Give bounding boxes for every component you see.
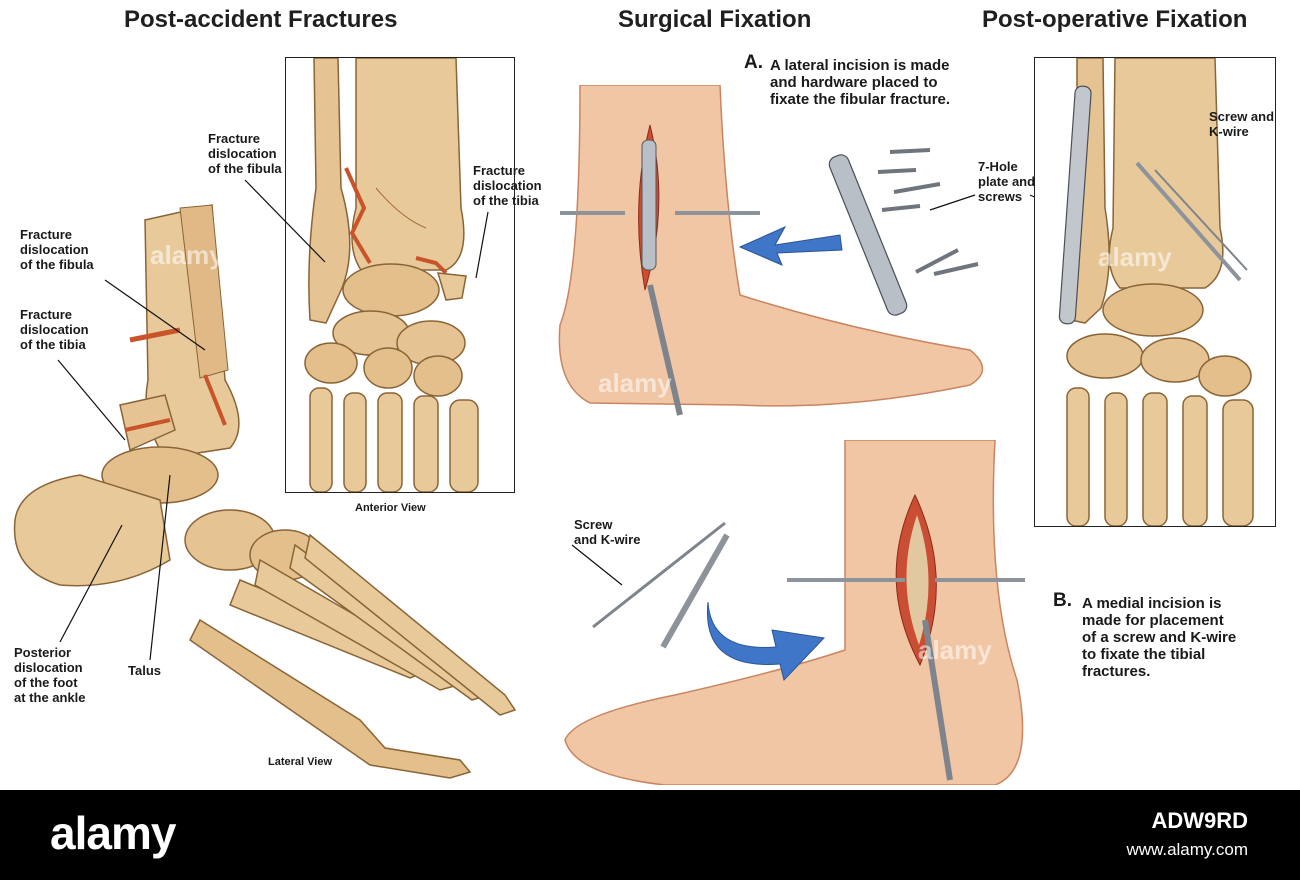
lateral-incision-illustration bbox=[558, 85, 984, 416]
lateral-view-caption: Lateral View bbox=[268, 756, 332, 768]
anterior-view-caption: Anterior View bbox=[355, 502, 426, 514]
label-screw-kwire-post: Screw and K-wire bbox=[1209, 109, 1275, 139]
label-plate-and-screws: 7-Hole plate and screws bbox=[978, 159, 1036, 204]
medial-incision-illustration bbox=[564, 440, 1025, 785]
label-fibula-anterior: Fracture dislocation of the fibula bbox=[208, 131, 282, 176]
anterior-view-panel bbox=[285, 57, 515, 493]
step-b-text: A medial incision is made for placement … bbox=[1082, 595, 1237, 680]
label-tibia-lateral: Fracture dislocation of the tibia bbox=[20, 307, 89, 352]
footer-logo: alamy bbox=[50, 807, 176, 859]
title-post-operative-fixation: Post-operative Fixation bbox=[982, 6, 1248, 33]
post-operative-ankle-illustration bbox=[1058, 58, 1254, 526]
footer-image-id: ADW9RD bbox=[1151, 808, 1248, 833]
watermark-left: alamy bbox=[150, 240, 224, 270]
step-a-letter: A. bbox=[744, 52, 763, 73]
watermark-right: alamy bbox=[1098, 242, 1172, 272]
label-fibula-lateral: Fracture dislocation of the fibula bbox=[20, 227, 94, 272]
footer-url: www.alamy.com bbox=[1126, 840, 1248, 859]
plate-and-screws-illustration bbox=[828, 148, 979, 316]
medial-arrow-illustration bbox=[706, 601, 826, 682]
post-operative-panel bbox=[1034, 57, 1276, 527]
step-b-letter: B. bbox=[1053, 590, 1072, 611]
label-tibia-anterior: Fracture dislocation of the tibia bbox=[473, 163, 542, 208]
step-a-text: A lateral incision is made and hardware … bbox=[770, 57, 951, 108]
illustration-stage: Post-accident Fractures Surgical Fixatio… bbox=[13, 6, 1276, 785]
anterior-ankle-illustration bbox=[304, 58, 479, 492]
screw-and-kwire-illustration bbox=[592, 521, 730, 649]
title-post-accident-fractures: Post-accident Fractures bbox=[124, 6, 398, 33]
watermark-center: alamy bbox=[598, 368, 672, 398]
watermark-lower: alamy bbox=[918, 635, 992, 665]
label-screw-kwire-surgical: Screw and K-wire bbox=[574, 517, 641, 547]
footer-bar: alamy ADW9RD www.alamy.com bbox=[0, 790, 1300, 880]
label-posterior-dislocation: Posterior dislocation of the foot at the… bbox=[14, 645, 86, 705]
leader-lines-left bbox=[57, 179, 489, 661]
title-surgical-fixation: Surgical Fixation bbox=[618, 6, 812, 33]
lateral-foot-illustration bbox=[13, 204, 517, 779]
label-talus: Talus bbox=[128, 663, 161, 678]
